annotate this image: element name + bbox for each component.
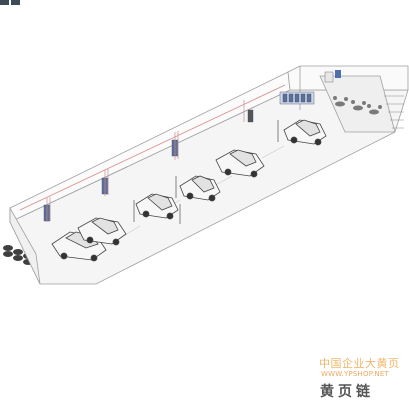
car xyxy=(179,175,221,202)
watermark-site-name: 中国企业大黄页 xyxy=(319,357,400,370)
car-lifts xyxy=(133,120,279,224)
watermark-url[interactable]: WWW.YPSHOP.NET xyxy=(321,370,389,378)
corner-icon xyxy=(0,0,20,5)
office-room xyxy=(287,65,409,133)
watermark-brand: 黄页链 xyxy=(320,384,374,400)
wall-conduits xyxy=(46,100,245,222)
garage-end-wall xyxy=(9,206,41,285)
wall-stripe xyxy=(19,84,286,211)
car xyxy=(215,149,265,178)
car xyxy=(283,119,327,146)
cars xyxy=(51,119,327,262)
car xyxy=(77,217,127,246)
car xyxy=(135,193,179,220)
